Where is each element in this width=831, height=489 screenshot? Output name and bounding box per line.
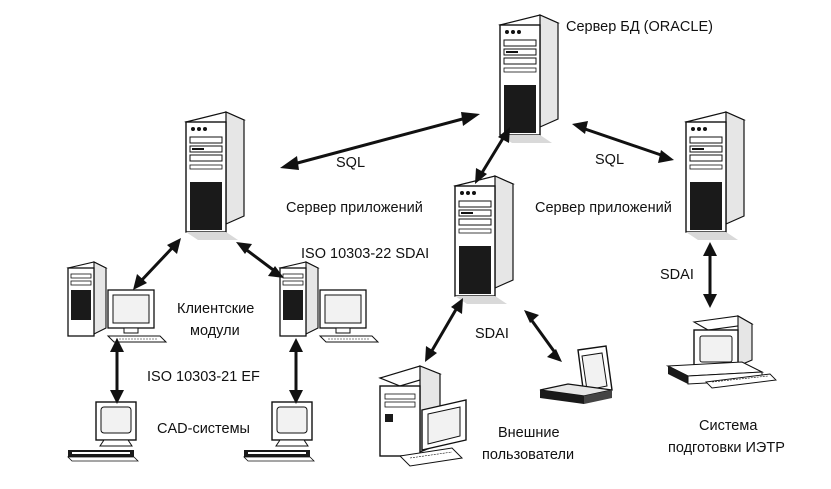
app-server-left-icon bbox=[185, 111, 245, 241]
ietr-label-line1: Система bbox=[699, 418, 758, 434]
external-laptop-icon bbox=[539, 345, 613, 404]
ietr-label-line2: подготовки ИЭТР bbox=[668, 440, 785, 456]
db-server-icon bbox=[499, 14, 559, 144]
db-server-label: Сервер БД (ORACLE) bbox=[566, 19, 713, 35]
arrow-left-server-to-client-1 bbox=[138, 244, 176, 284]
sdai-center-label: SDAI bbox=[475, 326, 509, 342]
arrow-heads bbox=[110, 112, 717, 404]
cad-systems-label: CAD-системы bbox=[157, 421, 250, 437]
app-server-left-label: Сервер приложений bbox=[286, 200, 423, 216]
client-modules-label-line1: Клиентские bbox=[177, 301, 255, 317]
iso-21-label: ISO 10303-21 EF bbox=[147, 369, 260, 385]
ietr-workstation-icon bbox=[665, 315, 777, 389]
external-desktop-icon bbox=[378, 365, 467, 467]
sql-left-label: SQL bbox=[336, 155, 366, 171]
arrow-db-to-center-server bbox=[478, 133, 507, 178]
arrow-db-to-left-server bbox=[288, 115, 472, 167]
arrow-center-server-to-laptop bbox=[528, 316, 558, 356]
iso-22-label: ISO 10303-22 SDAI bbox=[301, 246, 430, 262]
connection-arrows bbox=[115, 115, 712, 398]
sdai-right-label: SDAI bbox=[660, 267, 694, 283]
cad-terminal-1-icon bbox=[67, 401, 139, 462]
client-modules-label-line2: модули bbox=[190, 323, 240, 339]
arrow-db-to-right-server bbox=[580, 126, 666, 158]
app-server-center-icon bbox=[454, 175, 514, 305]
arrow-left-server-to-client-2 bbox=[242, 246, 278, 274]
external-users-label-line1: Внешние bbox=[498, 425, 560, 441]
app-server-right-icon bbox=[685, 111, 745, 241]
cad-terminal-2-icon bbox=[243, 401, 315, 462]
app-server-right-label: Сервер приложений bbox=[535, 200, 672, 216]
client-workstation-2-icon bbox=[279, 261, 379, 343]
external-users-label-line2: пользователи bbox=[482, 447, 575, 463]
arrow-center-server-to-desktop bbox=[428, 304, 460, 356]
client-workstation-1-icon bbox=[67, 261, 167, 343]
sql-right-label: SQL bbox=[595, 152, 625, 168]
